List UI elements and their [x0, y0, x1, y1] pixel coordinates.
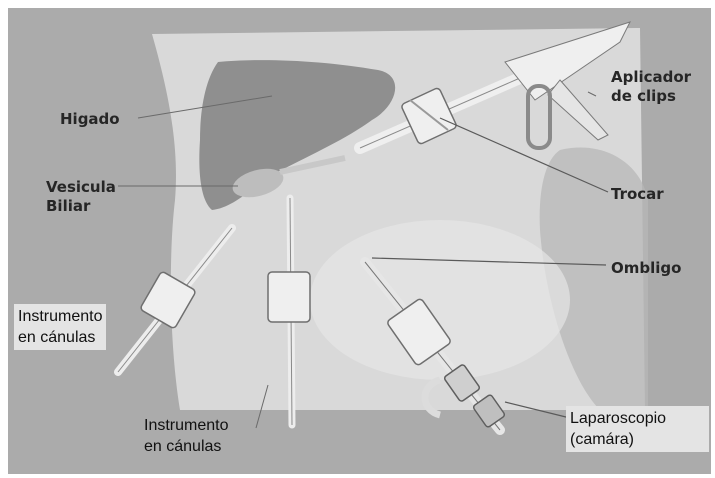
label-instrumento-bottom-line2: en cánulas [144, 436, 228, 457]
label-aplicador-line2: de clips [611, 87, 691, 106]
label-trocar: Trocar [611, 185, 664, 204]
label-ombligo: Ombligo [611, 259, 681, 278]
label-higado: Higado [60, 110, 120, 129]
label-laparoscopio-line1: Laparoscopio [570, 408, 705, 429]
label-vesicula-biliar: Vesicula Biliar [46, 178, 116, 216]
label-instrumento-bottom-line1: Instrumento [144, 415, 228, 436]
label-laparoscopio: Laparoscopio (camára) [566, 406, 709, 452]
label-instrumento-bottom: Instrumento en cánulas [144, 415, 228, 457]
label-laparoscopio-line2: (camára) [570, 429, 705, 450]
label-vesicula-line1: Vesicula [46, 178, 116, 197]
label-vesicula-line2: Biliar [46, 197, 116, 216]
label-instrumento-left-line2: en cánulas [18, 327, 102, 348]
label-aplicador-de-clips: Aplicador de clips [611, 68, 691, 106]
label-instrumento-left-line1: Instrumento [18, 306, 102, 327]
label-instrumento-left: Instrumento en cánulas [14, 304, 106, 350]
label-aplicador-line1: Aplicador [611, 68, 691, 87]
